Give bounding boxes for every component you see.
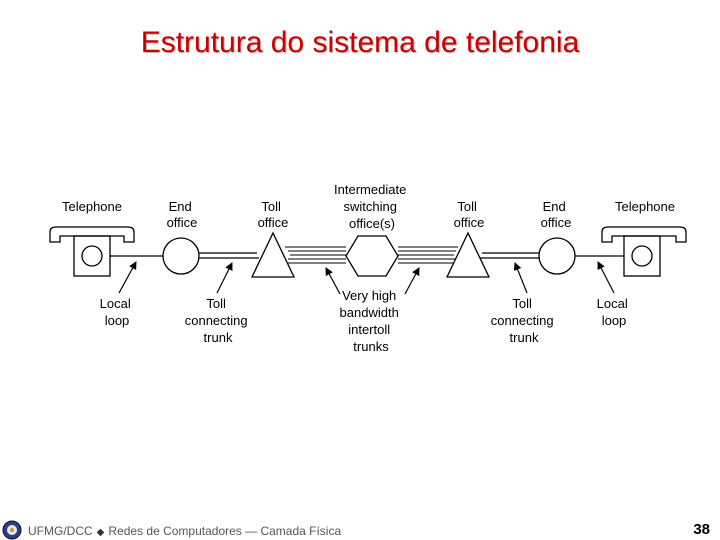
telephone-right-icon bbox=[601, 226, 687, 277]
arrow-intertoll-left bbox=[325, 267, 341, 295]
label-telephone-right: Telephone bbox=[615, 199, 675, 214]
label-end-office-left: End office bbox=[167, 199, 198, 230]
toll-office-right-node bbox=[445, 231, 491, 278]
label-toll-office-left: Toll office bbox=[258, 199, 289, 230]
label-toll-trunk-left: Toll connecting trunk bbox=[185, 296, 252, 345]
arrow-toll-trunk-right bbox=[513, 262, 528, 294]
label-toll-office-right: Toll office bbox=[454, 199, 485, 230]
toll-trunk-right-lines bbox=[480, 252, 539, 259]
arrow-intertoll-right bbox=[404, 267, 420, 295]
telephone-left-icon bbox=[49, 226, 135, 277]
end-office-left-node bbox=[162, 237, 200, 275]
label-intermediate-switching: Intermediate switching office(s) bbox=[334, 182, 410, 231]
intermediate-switching-node bbox=[345, 235, 399, 277]
footer-text: UFMG/DCC◆Redes de Computadores — Camada … bbox=[28, 524, 341, 538]
toll-trunk-left-lines bbox=[199, 252, 259, 259]
footer-institution: UFMG/DCC bbox=[28, 524, 93, 538]
arrow-local-loop-left bbox=[118, 261, 137, 294]
label-end-office-right: End office bbox=[541, 199, 572, 230]
toll-office-left-node bbox=[250, 231, 296, 278]
label-intertoll-trunks: Very high bandwidth intertoll trunks bbox=[340, 288, 403, 354]
slide-title: Estrutura do sistema de telefonia bbox=[140, 26, 580, 59]
ufmg-logo-icon bbox=[2, 520, 22, 540]
intertoll-trunks-lines bbox=[285, 246, 458, 264]
footer-course: Redes de Computadores — Camada Física bbox=[108, 524, 342, 538]
label-toll-trunk-right: Toll connecting trunk bbox=[491, 296, 558, 345]
label-local-loop-right: Local loop bbox=[597, 296, 632, 328]
page-number: 38 bbox=[693, 521, 710, 538]
pointer-arrows bbox=[118, 261, 615, 295]
arrow-local-loop-right bbox=[597, 261, 615, 294]
footer-separator-icon: ◆ bbox=[96, 527, 105, 538]
label-telephone-left: Telephone bbox=[62, 199, 122, 214]
arrow-toll-trunk-left bbox=[216, 262, 233, 294]
end-office-right-node bbox=[538, 237, 576, 275]
label-local-loop-left: Local loop bbox=[100, 296, 135, 328]
